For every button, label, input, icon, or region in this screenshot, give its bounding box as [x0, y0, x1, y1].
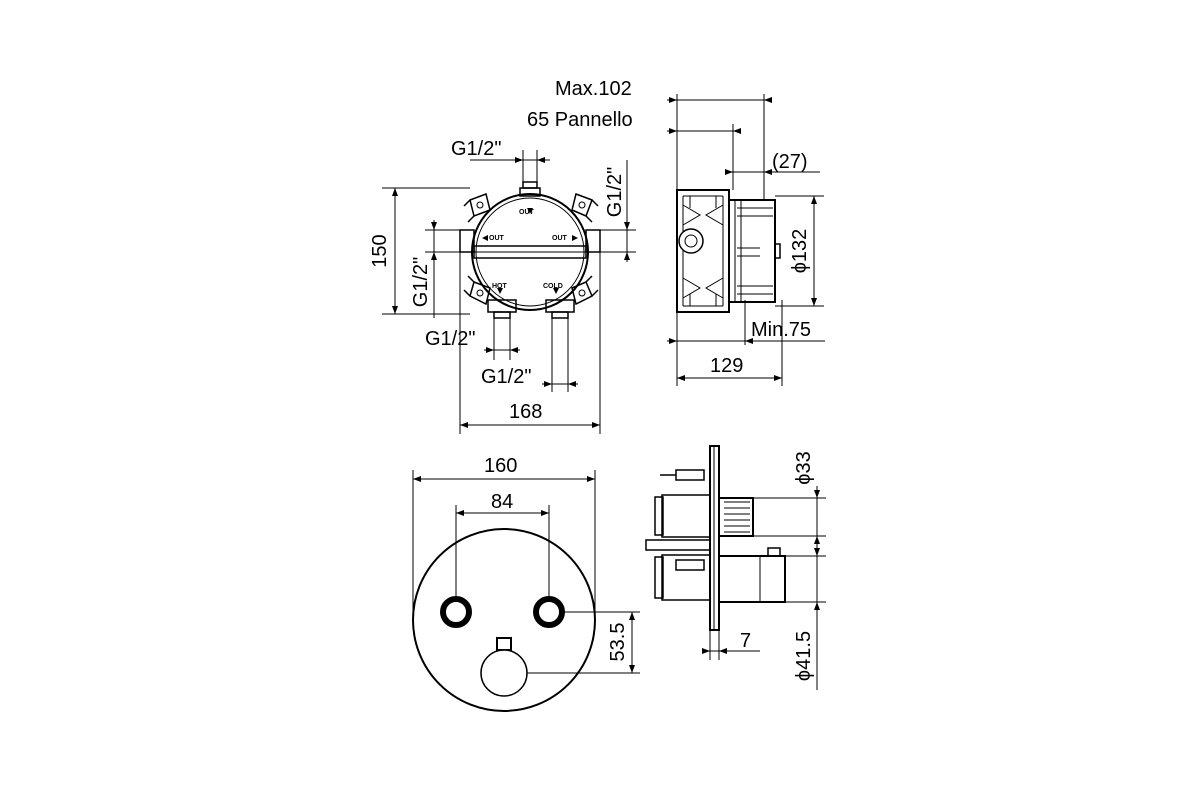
port-label-cold: COLD	[543, 283, 563, 290]
dim-g-bottom-left: G1/2"	[425, 328, 475, 350]
port-label-out-top: OUT	[519, 209, 535, 216]
port-label-out-right: OUT	[552, 235, 568, 242]
box-side-view	[676, 189, 781, 313]
plate-arrows	[413, 476, 635, 673]
valve-side-view	[645, 445, 786, 631]
box-front-view: OUT OUT OUT HOT COLD	[459, 181, 601, 319]
side-view-arrows	[669, 97, 817, 381]
dim-spacing-84: 84	[491, 491, 513, 513]
port-label-hot: HOT	[492, 283, 508, 290]
dim-depth-129: 129	[710, 355, 743, 377]
side-view-dimensions	[667, 94, 825, 386]
dim-g-bottom-right: G1/2"	[481, 366, 531, 388]
dim-diameter-33: ϕ33	[793, 451, 815, 484]
dim-max-102: Max.102	[555, 78, 632, 100]
dim-plate-160: 160	[484, 455, 517, 477]
dim-width-168: 168	[509, 401, 542, 423]
cover-plate-front	[412, 528, 596, 712]
dim-panel-65: 65 Pannello	[527, 109, 633, 131]
dim-g-top: G1/2"	[451, 138, 501, 160]
dim-g-right: G1/2"	[604, 167, 626, 217]
dim-height-150: 150	[369, 234, 391, 267]
dim-thickness-7: 7	[740, 630, 751, 652]
front-view-arrows	[392, 157, 630, 428]
dim-diameter-41-5: ϕ41.5	[793, 631, 815, 681]
port-label-out-left: OUT	[489, 235, 505, 242]
dim-min-75: Min.75	[751, 319, 811, 341]
plate-dimensions	[412, 470, 640, 674]
dim-g-left: G1/2"	[410, 257, 432, 307]
dim-offset-27: (27)	[772, 151, 808, 173]
dim-diameter-132: ϕ132	[789, 229, 811, 274]
valve-arrows	[702, 490, 820, 654]
dim-offset-53-5: 53.5	[607, 623, 629, 662]
